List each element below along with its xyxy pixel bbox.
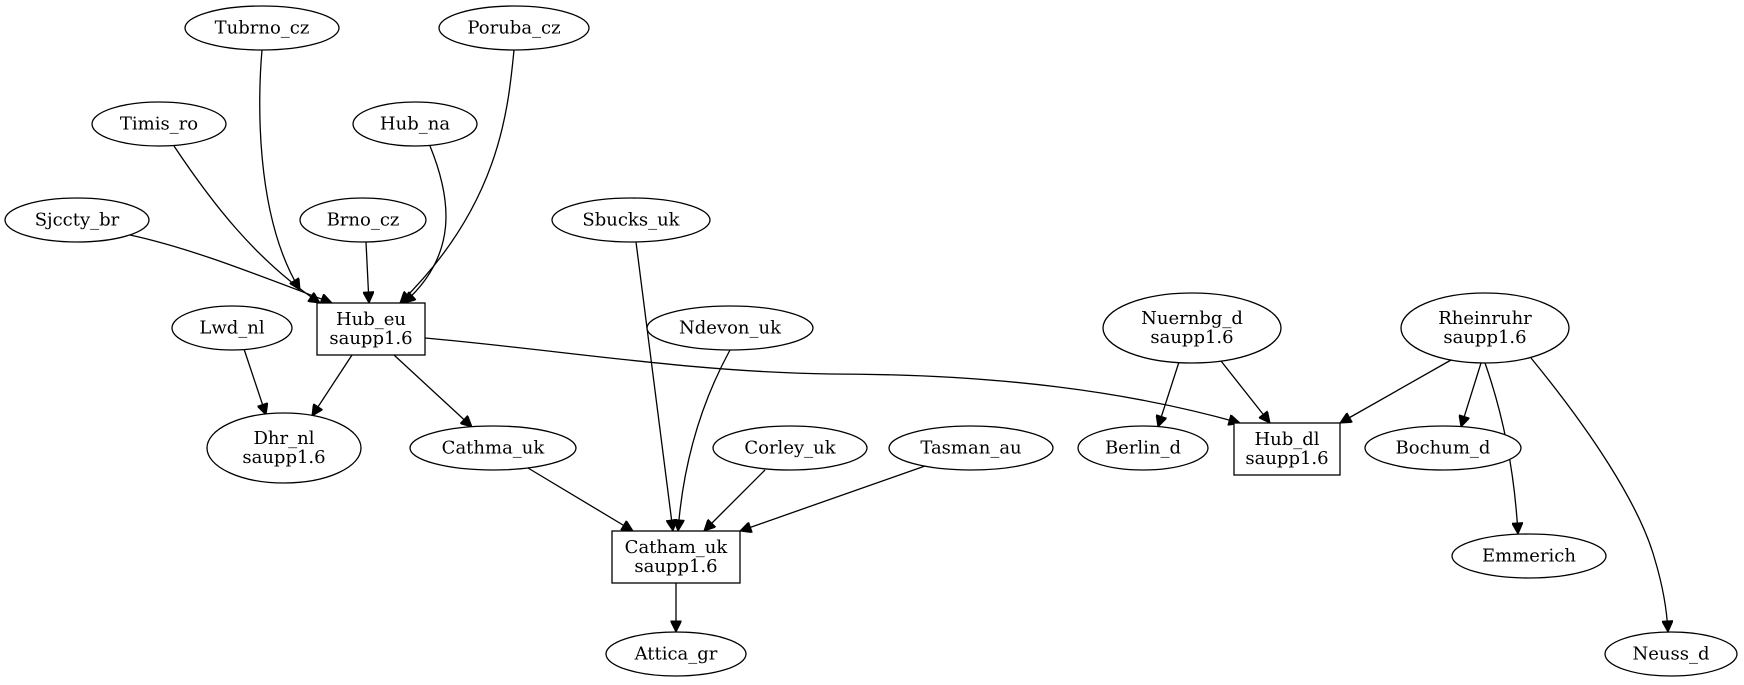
node-ellipse xyxy=(888,425,1054,471)
node-label: Brno_cz xyxy=(327,210,400,231)
node-corley-uk: Corley_uk xyxy=(712,425,868,471)
node-timis-ro: Timis_ro xyxy=(91,101,227,147)
node-sjccty-br: Sjccty_br xyxy=(4,197,150,243)
node-label: Timis_ro xyxy=(120,114,198,135)
edge-rheinruhr-to-bochum-d xyxy=(1461,362,1482,427)
edges-layer xyxy=(129,49,1668,632)
edge-sbucks-uk-to-catham-uk xyxy=(635,241,673,531)
edge-hub-na-to-hub-eu xyxy=(404,145,447,303)
node-ellipse xyxy=(4,197,150,243)
node-label: Neuss_d xyxy=(1633,644,1710,665)
node-ellipse xyxy=(206,412,362,484)
node-ellipse xyxy=(352,101,478,147)
node-sublabel: saupp1.6 xyxy=(329,328,412,349)
node-label: Hub_eu xyxy=(336,309,406,330)
node-tasman-au: Tasman_au xyxy=(888,425,1054,471)
node-box xyxy=(1233,422,1341,476)
edge-nuernbg-d-to-berlin-d xyxy=(1158,361,1180,427)
node-label: Bochum_d xyxy=(1396,438,1491,459)
edge-tasman-au-to-catham-uk xyxy=(740,465,926,531)
node-label: Tasman_au xyxy=(920,438,1021,459)
edge-nuernbg-d-to-hub-dl xyxy=(1220,360,1270,423)
node-sublabel: saupp1.6 xyxy=(1443,327,1526,348)
edge-lwd-nl-to-dhr-nl xyxy=(243,348,266,415)
node-ellipse xyxy=(438,5,590,51)
node-label: Dhr_nl xyxy=(254,428,315,449)
edge-hub-eu-to-dhr-nl xyxy=(312,354,353,416)
node-label: Catham_uk xyxy=(625,537,729,558)
edge-tubrno-cz-to-hub-eu xyxy=(259,49,300,290)
edge-rheinruhr-to-hub-dl xyxy=(1340,359,1452,423)
node-label: Nuernbg_d xyxy=(1141,308,1243,329)
edge-rheinruhr-to-neuss-d xyxy=(1530,357,1668,632)
node-label: Tubrno_cz xyxy=(215,18,310,39)
node-attica-gr: Attica_gr xyxy=(605,631,747,677)
node-ellipse xyxy=(1604,631,1738,677)
node-emmerich: Emmerich xyxy=(1451,533,1607,579)
node-label: Attica_gr xyxy=(634,644,718,665)
node-sublabel: saupp1.6 xyxy=(634,556,717,577)
node-ellipse xyxy=(605,631,747,677)
node-ellipse xyxy=(1364,425,1522,471)
node-ellipse xyxy=(409,425,577,471)
node-cathma-uk: Cathma_uk xyxy=(409,425,577,471)
node-ellipse xyxy=(1400,292,1570,364)
node-label: Sbucks_uk xyxy=(582,210,680,231)
node-brno-cz: Brno_cz xyxy=(299,197,427,243)
node-ellipse xyxy=(1077,425,1209,471)
node-ellipse xyxy=(91,101,227,147)
node-label: Ndevon_uk xyxy=(679,318,782,339)
edge-poruba-cz-to-hub-eu xyxy=(400,49,515,303)
node-ellipse xyxy=(712,425,868,471)
edge-cathma-uk-to-catham-uk xyxy=(527,467,633,531)
node-ellipse xyxy=(171,305,293,351)
node-ellipse xyxy=(1451,533,1607,579)
node-label: Rheinruhr xyxy=(1438,308,1532,329)
node-label: Poruba_cz xyxy=(467,18,560,39)
node-ndevon-uk: Ndevon_uk xyxy=(646,305,814,351)
node-box xyxy=(316,302,426,356)
node-label: Sjccty_br xyxy=(35,210,120,231)
edge-hub-eu-to-hub-dl xyxy=(424,337,1240,423)
edge-brno-cz-to-hub-eu xyxy=(366,241,369,303)
node-bochum-d: Bochum_d xyxy=(1364,425,1522,471)
node-box xyxy=(611,530,741,584)
node-label: Hub_dl xyxy=(1254,429,1319,450)
node-lwd-nl: Lwd_nl xyxy=(171,305,293,351)
node-sublabel: saupp1.6 xyxy=(1150,327,1233,348)
node-ellipse xyxy=(646,305,814,351)
node-label: Lwd_nl xyxy=(199,318,264,339)
edge-hub-eu-to-cathma-uk xyxy=(393,354,472,427)
node-ellipse xyxy=(1102,292,1282,364)
edge-corley-uk-to-catham-uk xyxy=(704,469,766,531)
node-label: Corley_uk xyxy=(744,438,836,459)
node-label: Cathma_uk xyxy=(442,438,546,459)
node-ellipse xyxy=(299,197,427,243)
node-label: Emmerich xyxy=(1482,546,1576,567)
node-neuss-d: Neuss_d xyxy=(1604,631,1738,677)
node-poruba-cz: Poruba_cz xyxy=(438,5,590,51)
node-sublabel: saupp1.6 xyxy=(242,447,325,468)
node-berlin-d: Berlin_d xyxy=(1077,425,1209,471)
node-ellipse xyxy=(184,5,340,51)
edge-sjccty-br-to-hub-eu xyxy=(129,234,332,303)
node-sublabel: saupp1.6 xyxy=(1245,448,1328,469)
edge-ndevon-uk-to-catham-uk xyxy=(678,349,731,531)
node-tubrno-cz: Tubrno_cz xyxy=(184,5,340,51)
node-label: Berlin_d xyxy=(1105,438,1181,459)
node-label: Hub_na xyxy=(380,114,450,135)
node-ellipse xyxy=(551,197,711,243)
edge-timis-ro-to-hub-eu xyxy=(173,145,320,303)
node-sbucks-uk: Sbucks_uk xyxy=(551,197,711,243)
node-hub-na: Hub_na xyxy=(352,101,478,147)
